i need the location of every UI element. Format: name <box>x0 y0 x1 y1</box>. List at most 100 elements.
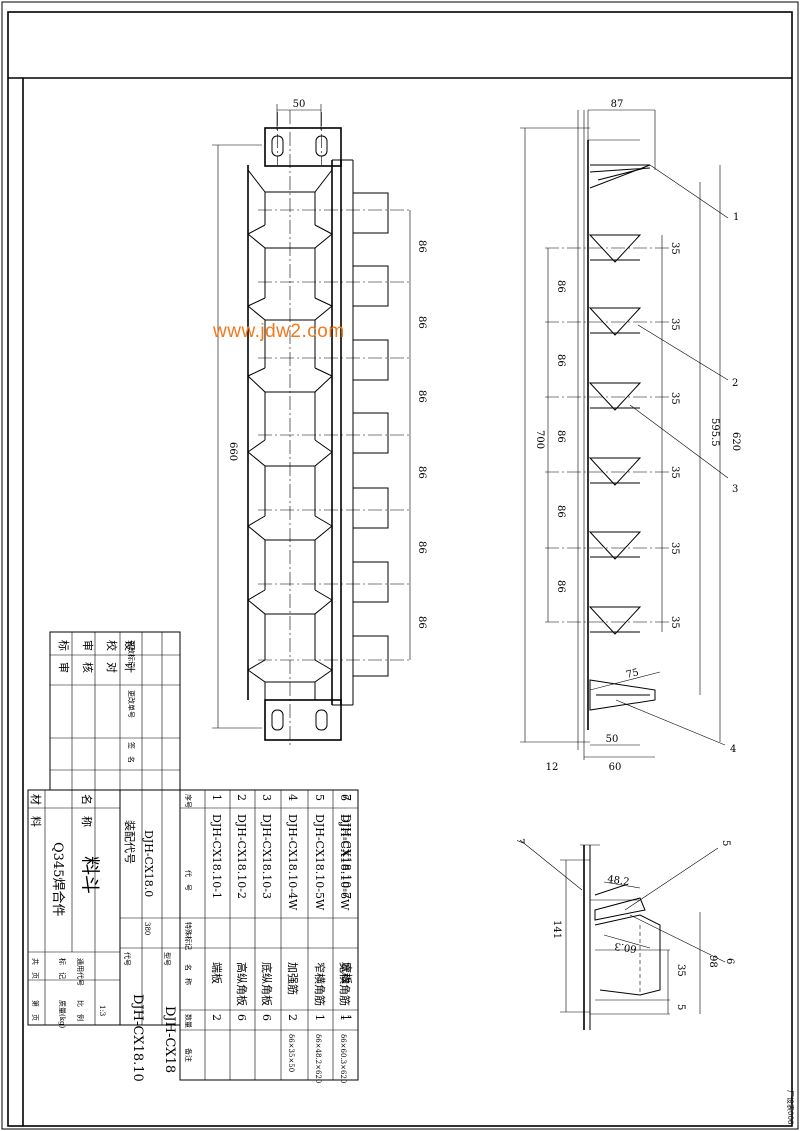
part-row-1-qty: 2 <box>210 1014 223 1021</box>
part-row-7-qty: 1 <box>340 1014 353 1021</box>
sign-signature: 签 名 <box>127 742 136 763</box>
dim-rib-5: 35 <box>669 542 680 555</box>
hdr-remark: 备注 <box>184 1048 193 1062</box>
material-label: 材 料 <box>29 794 43 827</box>
dim-front-pitch-2: 86 <box>416 316 427 329</box>
part-row-6-remark: δ6×60.3×620 <box>339 1034 347 1083</box>
part-row-5-code: DJH-CX18.10-5W <box>313 814 326 911</box>
scale-value: 1:3 <box>98 1005 106 1016</box>
part-row-3-qty: 6 <box>260 1014 273 1021</box>
sheet-label: 第 页 <box>31 1000 40 1021</box>
part-row-1-code: DJH-CX18.10-1 <box>210 814 223 899</box>
sign-review: 审 核 <box>81 640 95 673</box>
dim-rib-1: 35 <box>669 242 680 255</box>
dim-side-50: 50 <box>606 734 619 745</box>
name-label: 名 称 <box>80 794 94 827</box>
callout-6: 6 <box>724 958 735 964</box>
scale-label: 比 例 <box>76 1000 85 1021</box>
dim-detail-48: 48.2 <box>607 874 631 888</box>
part-row-4-remark: δ6×35×50 <box>287 1034 295 1072</box>
watermark-text: www.jdw2.com <box>213 321 345 342</box>
product-label: 型号 <box>163 952 172 966</box>
part-row-4-no: 4 <box>286 794 299 801</box>
dim-rib-3: 35 <box>669 392 680 405</box>
detail-view-dims: 141 48.2 60.3 98 35 5 7 5 6 <box>514 838 735 1010</box>
hdr-special: 特殊标记 <box>184 922 193 950</box>
part-row-7-name: 底板 <box>340 962 354 984</box>
sign-standard: 标 审 <box>57 640 71 673</box>
material-value: Q345焊合件 <box>50 842 66 916</box>
front-view <box>212 104 411 745</box>
hdr-name: 名 称 <box>184 964 193 985</box>
dim-front-top: 50 <box>293 99 306 110</box>
callout-5: 5 <box>720 840 731 846</box>
callout-2: 2 <box>732 378 738 389</box>
footer-code: 厂设表006 <box>786 1090 795 1125</box>
hdr-code: 代 号 <box>184 870 193 891</box>
hdr-no: 序号 <box>184 794 193 808</box>
drawing-name: 料斗 <box>79 856 101 894</box>
dim-detail-141: 141 <box>551 920 562 939</box>
usage-label: 通用代号 <box>76 958 85 986</box>
part-row-3-name: 底纵角板 <box>260 962 274 1006</box>
part-row-2-qty: 6 <box>235 1014 248 1021</box>
sign-block: 标 审 审 核 校 对 设 计 更改标记 更改单号 签 名 <box>49 631 181 791</box>
dim-side-12: 12 <box>546 762 559 773</box>
dim-front-pitch-6: 86 <box>416 616 427 629</box>
dim-side-top: 87 <box>611 99 624 110</box>
part-row-6-no: 6 <box>338 794 351 801</box>
part-row-4-qty: 2 <box>286 1014 299 1021</box>
drawing-no: DJH-CX18.10 <box>130 994 145 1082</box>
dim-rib-2: 35 <box>669 318 680 331</box>
dim-detail-35: 35 <box>675 964 686 977</box>
title-block: 材 料 Q345焊合件 料斗 名 称 共 页 第 页 通用代号 标 记 质量(k… <box>27 789 181 1082</box>
dim-front-pitch-4: 86 <box>416 466 427 479</box>
hdr-qty: 数量 <box>184 1014 193 1028</box>
dim-front-pitch-1: 86 <box>416 240 427 253</box>
dim-detail-60: 60.3 <box>614 940 638 954</box>
dim-side-75: 75 <box>625 667 640 681</box>
part-row-7-no: 7 <box>340 794 353 801</box>
parts-table: 序号 代 号 特殊标记 名 称 数量 备注 <box>179 789 359 1081</box>
dim-side-620: 620 <box>730 432 741 451</box>
mark-label: 标 记 <box>58 958 67 979</box>
dim-side-pitch-2: 86 <box>555 354 566 367</box>
dim-front-length: 660 <box>227 442 238 461</box>
dim-rib-6: 35 <box>669 616 680 629</box>
part-row-4-code: DJH-CX18.10-4W <box>286 814 299 911</box>
sheets-label: 共 页 <box>31 958 40 979</box>
side-view <box>520 109 729 760</box>
part-row-2-name: 高纵角板 <box>235 962 249 1006</box>
part-row-6-code: DJH-CX18.10-6W <box>338 814 351 911</box>
dim-rib-4: 35 <box>669 466 680 479</box>
dim-side-pitch-1: 86 <box>555 280 566 293</box>
dim-side-700: 700 <box>534 430 545 449</box>
sign-change-mark: 更改标记 <box>127 640 136 668</box>
part-row-5-name: 窄横角筋 <box>313 962 327 1006</box>
part-row-1-name: 端板 <box>210 962 224 984</box>
parts-rows: 1DJH-CX18.10-1端板22DJH-CX18.10-2高纵角板63DJH… <box>210 794 354 1083</box>
assembly-code-label: 装配代号 <box>123 820 136 864</box>
dim-detail-5: 5 <box>675 1004 686 1010</box>
dim-side-595: 595.5 <box>709 418 720 447</box>
sign-check: 校 对 <box>105 640 119 673</box>
part-row-4-name: 加强筋 <box>286 962 300 995</box>
dim-side-pitch-5: 86 <box>555 580 566 593</box>
sign-change-no: 更改单号 <box>127 690 136 718</box>
drawing-frame <box>7 11 793 1127</box>
drawing-no-label: 代号 <box>123 952 132 966</box>
detail-view <box>519 839 726 1030</box>
front-view-dims: 50 660 86 86 86 86 86 86 <box>227 99 427 629</box>
part-row-5-qty: 1 <box>313 1014 326 1021</box>
dim-front-pitch-5: 86 <box>416 541 427 554</box>
part-row-2-code: DJH-CX18.10-2 <box>235 814 248 899</box>
callout-4: 4 <box>730 744 736 755</box>
dim-front-pitch-3: 86 <box>416 390 427 403</box>
part-row-5-remark: δ6×48.2×620 <box>314 1034 322 1083</box>
dim-detail-98: 98 <box>707 955 718 968</box>
dim-side-60: 60 <box>609 762 622 773</box>
part-row-1-no: 1 <box>210 794 223 801</box>
side-view-dims: 87 700 620 595.5 86 86 86 86 86 35 35 35… <box>534 99 741 773</box>
